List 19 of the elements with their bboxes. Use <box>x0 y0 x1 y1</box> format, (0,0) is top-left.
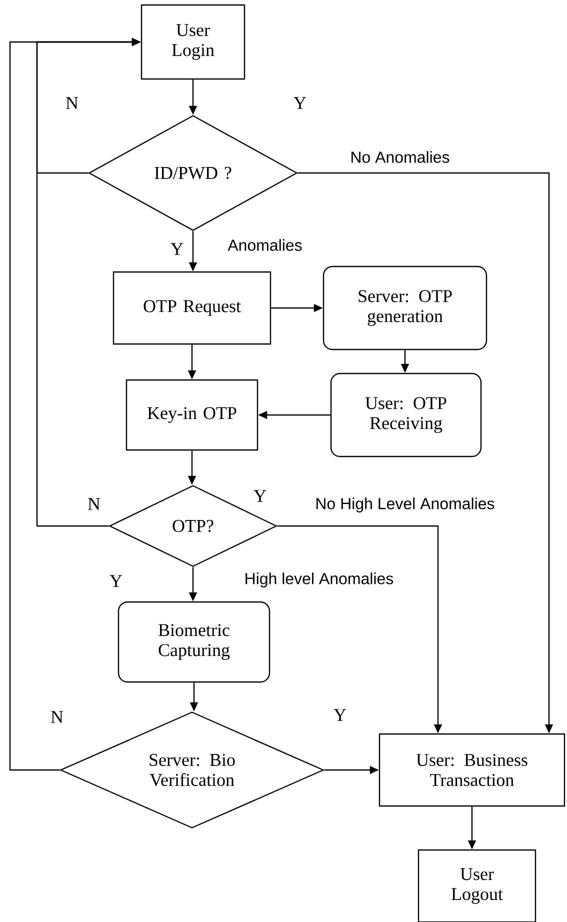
branch-letter: N <box>88 498 100 510</box>
edge-label: No High Level Anomalies <box>316 498 494 512</box>
process-box: User Logout <box>418 849 536 922</box>
branch-letter: Y <box>334 709 346 721</box>
process-box: User: OTP Receiving <box>330 372 482 458</box>
process-box: OTP Request <box>112 271 272 345</box>
branch-letter: Y <box>294 97 306 109</box>
process-box: User Login <box>140 4 246 80</box>
process-box: Server: OTP generation <box>322 266 488 350</box>
branch-letter: N <box>66 97 78 109</box>
process-box: User: Business Transaction <box>378 733 566 807</box>
branch-letter: Y <box>110 575 122 587</box>
branch-letter: Y <box>170 243 184 255</box>
edge-label: Anomalies <box>228 239 302 251</box>
process-box: Key-in OTP <box>126 379 258 451</box>
branch-letter: Y <box>254 490 266 502</box>
edge-label: No Anomalies <box>352 151 450 163</box>
edge-label: High level Anomalies <box>246 572 394 588</box>
process-box: Biometric Capturing <box>118 601 270 683</box>
